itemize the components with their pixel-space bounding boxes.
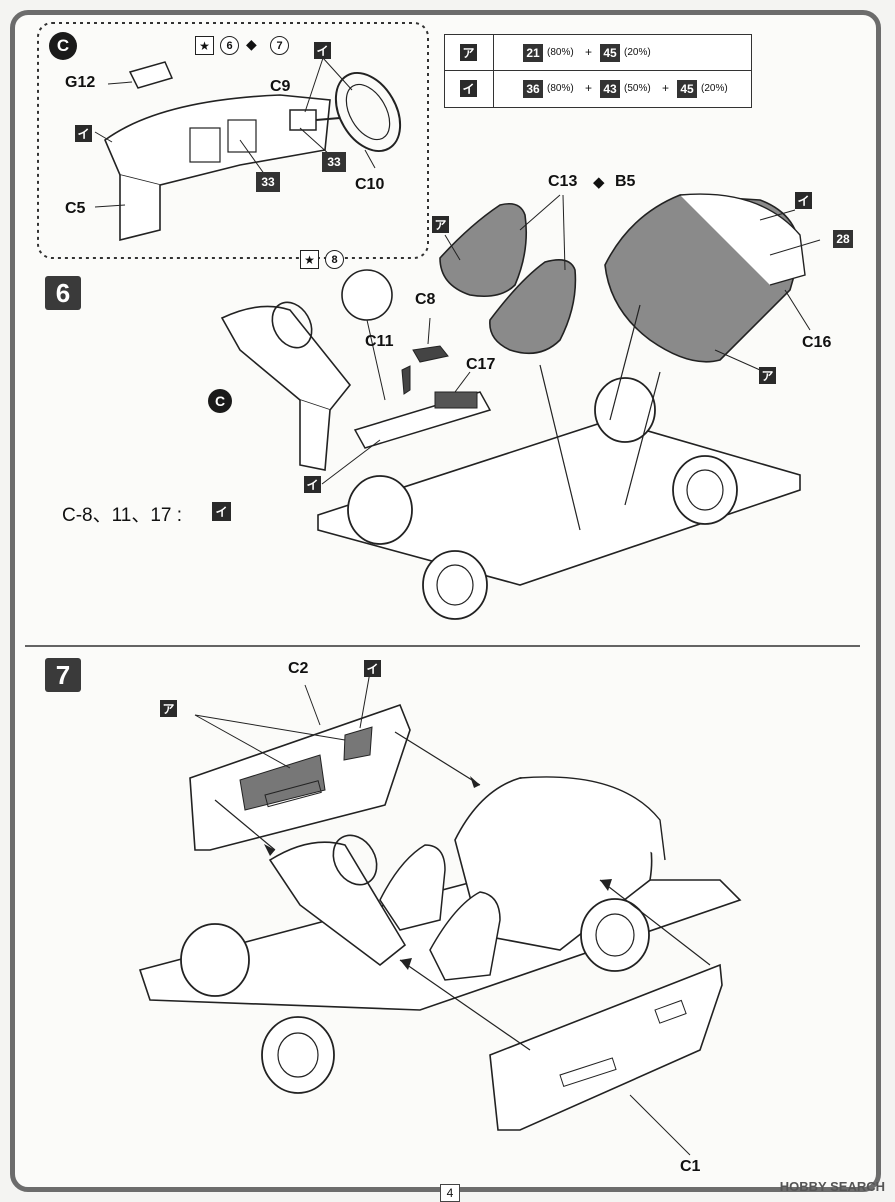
part-c13: C13 [548, 173, 578, 190]
part-c9: C9 [270, 78, 291, 95]
paint-note: C-8、11、17 : [62, 505, 183, 526]
color-key-i: イ [460, 80, 477, 97]
color-code: 43 [600, 80, 620, 98]
watermark: HOBBY SEARCH [779, 1179, 885, 1194]
ref-circle-7: 7 [270, 36, 289, 55]
star-ref-icon: ★ [195, 36, 214, 55]
color-code: 21 [523, 44, 543, 62]
step-6-number: 6 [45, 276, 81, 310]
section-c-ref-badge: C [208, 389, 232, 413]
part-c16: C16 [802, 334, 832, 351]
arrow-ref-icon: ◆ [593, 174, 605, 191]
ref-circle-6: 6 [220, 36, 239, 55]
color-key-i: イ [212, 502, 231, 521]
plus-sign: + [662, 81, 670, 95]
color-code: 36 [523, 80, 543, 98]
color-pct: (80%) [547, 83, 574, 94]
color-key-a: ア [160, 700, 177, 717]
part-c11: C11 [365, 333, 394, 350]
color-code-33: 33 [322, 152, 346, 172]
part-c10: C10 [355, 176, 385, 193]
color-code: 45 [600, 44, 620, 62]
color-key-i: イ [795, 192, 812, 209]
star-ref-icon: ★ [300, 250, 319, 269]
color-key-a: ア [460, 44, 477, 61]
color-row-i: イ 36 (80%) + 43 (50%) + 45 (20%) [445, 71, 751, 107]
part-c2: C2 [288, 660, 309, 677]
color-pct: (20%) [624, 47, 651, 58]
section-c-badge: C [49, 32, 77, 60]
color-key-i: イ [75, 125, 92, 142]
ref-circle-8: 8 [325, 250, 344, 269]
part-g12: G12 [65, 74, 96, 91]
plus-sign: + [585, 81, 593, 95]
color-pct: (50%) [624, 83, 651, 94]
part-b5: B5 [615, 173, 636, 190]
color-key-i: イ [314, 42, 331, 59]
color-key-i: イ [364, 660, 381, 677]
part-c8: C8 [415, 291, 436, 308]
plus-sign: + [585, 45, 593, 59]
color-code: 45 [677, 80, 697, 98]
page-number: 4 [440, 1184, 460, 1202]
color-pct: (20%) [701, 83, 728, 94]
part-c1: C1 [680, 1158, 701, 1175]
color-key-a: ア [432, 216, 449, 233]
color-code-28: 28 [833, 230, 853, 248]
part-c5: C5 [65, 200, 86, 217]
color-row-a: ア 21 (80%) + 45 (20%) [445, 35, 751, 71]
color-pct: (80%) [547, 47, 574, 58]
color-code-33: 33 [256, 172, 280, 192]
color-mix-table: ア 21 (80%) + 45 (20%) イ 36 (80%) + 43 (5… [444, 34, 752, 108]
arrow-ref-icon: ◆ [246, 36, 257, 52]
color-key-i: イ [304, 476, 321, 493]
step-7-number: 7 [45, 658, 81, 692]
part-c17: C17 [466, 356, 496, 373]
color-key-a: ア [759, 367, 776, 384]
